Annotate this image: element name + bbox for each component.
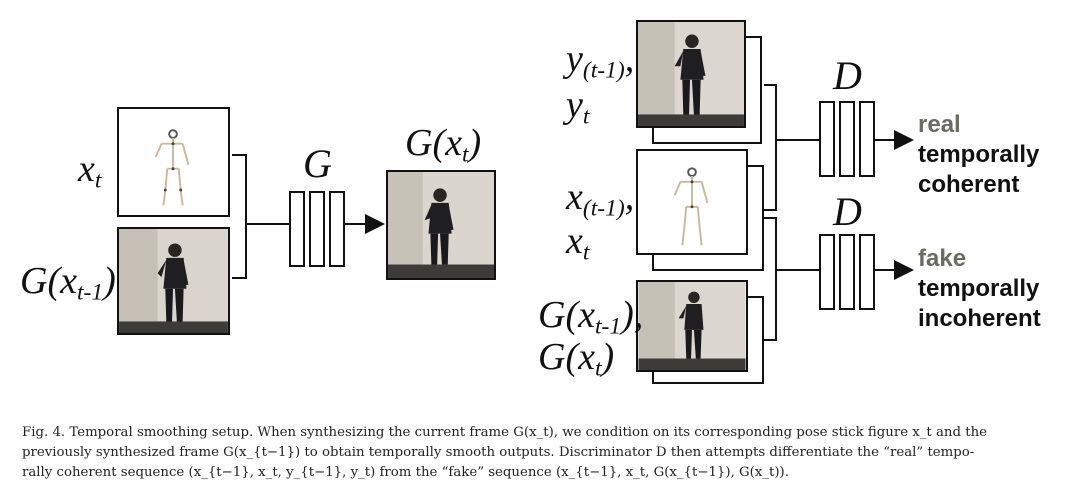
- caption-line-3: rally coherent sequence (x_{t−1}, x_t, y…: [22, 465, 789, 480]
- disc-top-label: D: [833, 53, 862, 98]
- disc-top-block-1: [819, 101, 835, 177]
- person-photo-icon: [638, 282, 746, 370]
- prev-generated-frame: [117, 227, 230, 335]
- disc-bottom-label: D: [833, 189, 862, 234]
- output-frame: [386, 170, 496, 280]
- diagram-connectors: [232, 84, 914, 341]
- disc-top-block-3: [859, 101, 875, 177]
- generator-block-1: [289, 191, 305, 267]
- person-photo-icon: [638, 22, 744, 126]
- pair2-line2-label: xt: [566, 220, 590, 266]
- real-result: real temporally coherent: [918, 110, 1039, 200]
- real-line3: coherent: [918, 171, 1020, 198]
- caption-line-1: Fig. 4. Temporal smoothing setup. When s…: [22, 425, 988, 440]
- pair1-line1-label: y(t-1),: [566, 38, 635, 84]
- generator-block-2: [309, 191, 325, 267]
- pair3-line1-label: G(xt-1),: [538, 294, 644, 340]
- temporal-smoothing-diagram: xt G(xt-1): [20, 20, 1041, 384]
- pose-frame-xt: [117, 107, 230, 217]
- stick-figure-icon: [154, 129, 190, 206]
- left-input-bracket: [232, 154, 247, 279]
- person-photo-icon: [119, 229, 228, 333]
- right-lower-bracket: [764, 217, 777, 341]
- pair2-line1-label: x(t-1),: [566, 176, 635, 222]
- stick-figure-icon: [673, 167, 709, 246]
- real-word: real: [918, 111, 961, 138]
- disc-bottom-block-3: [859, 234, 875, 310]
- input-xt-label: xt: [78, 148, 102, 194]
- fake-line3: incoherent: [918, 305, 1041, 332]
- disc-top-block-2: [839, 101, 855, 177]
- person-photo-icon: [388, 172, 494, 278]
- fake-line2: temporally: [918, 275, 1040, 302]
- right-upper-bracket: [764, 84, 777, 211]
- output-label: G(xt): [405, 122, 482, 168]
- x-frame-front: [636, 149, 748, 255]
- pair1-line2-label: yt: [566, 84, 590, 130]
- gx-frame-front: [636, 280, 748, 372]
- real-line2: temporally: [918, 141, 1040, 168]
- fake-word: fake: [918, 245, 967, 272]
- pair3-line2-label: G(xt): [538, 336, 615, 382]
- figure-caption: Fig. 4. Temporal smoothing setup. When s…: [22, 423, 1052, 483]
- disc-bottom-block-2: [839, 234, 855, 310]
- generator-label: G: [303, 141, 332, 186]
- caption-line-2: previously synthesized frame G(x_{t−1}) …: [22, 445, 975, 460]
- fake-result: fake temporally incoherent: [918, 244, 1041, 334]
- generator-block-3: [329, 191, 345, 267]
- y-frame-front: [636, 20, 746, 128]
- disc-bottom-block-1: [819, 234, 835, 310]
- input-gxt1-label: G(xt-1): [20, 260, 116, 306]
